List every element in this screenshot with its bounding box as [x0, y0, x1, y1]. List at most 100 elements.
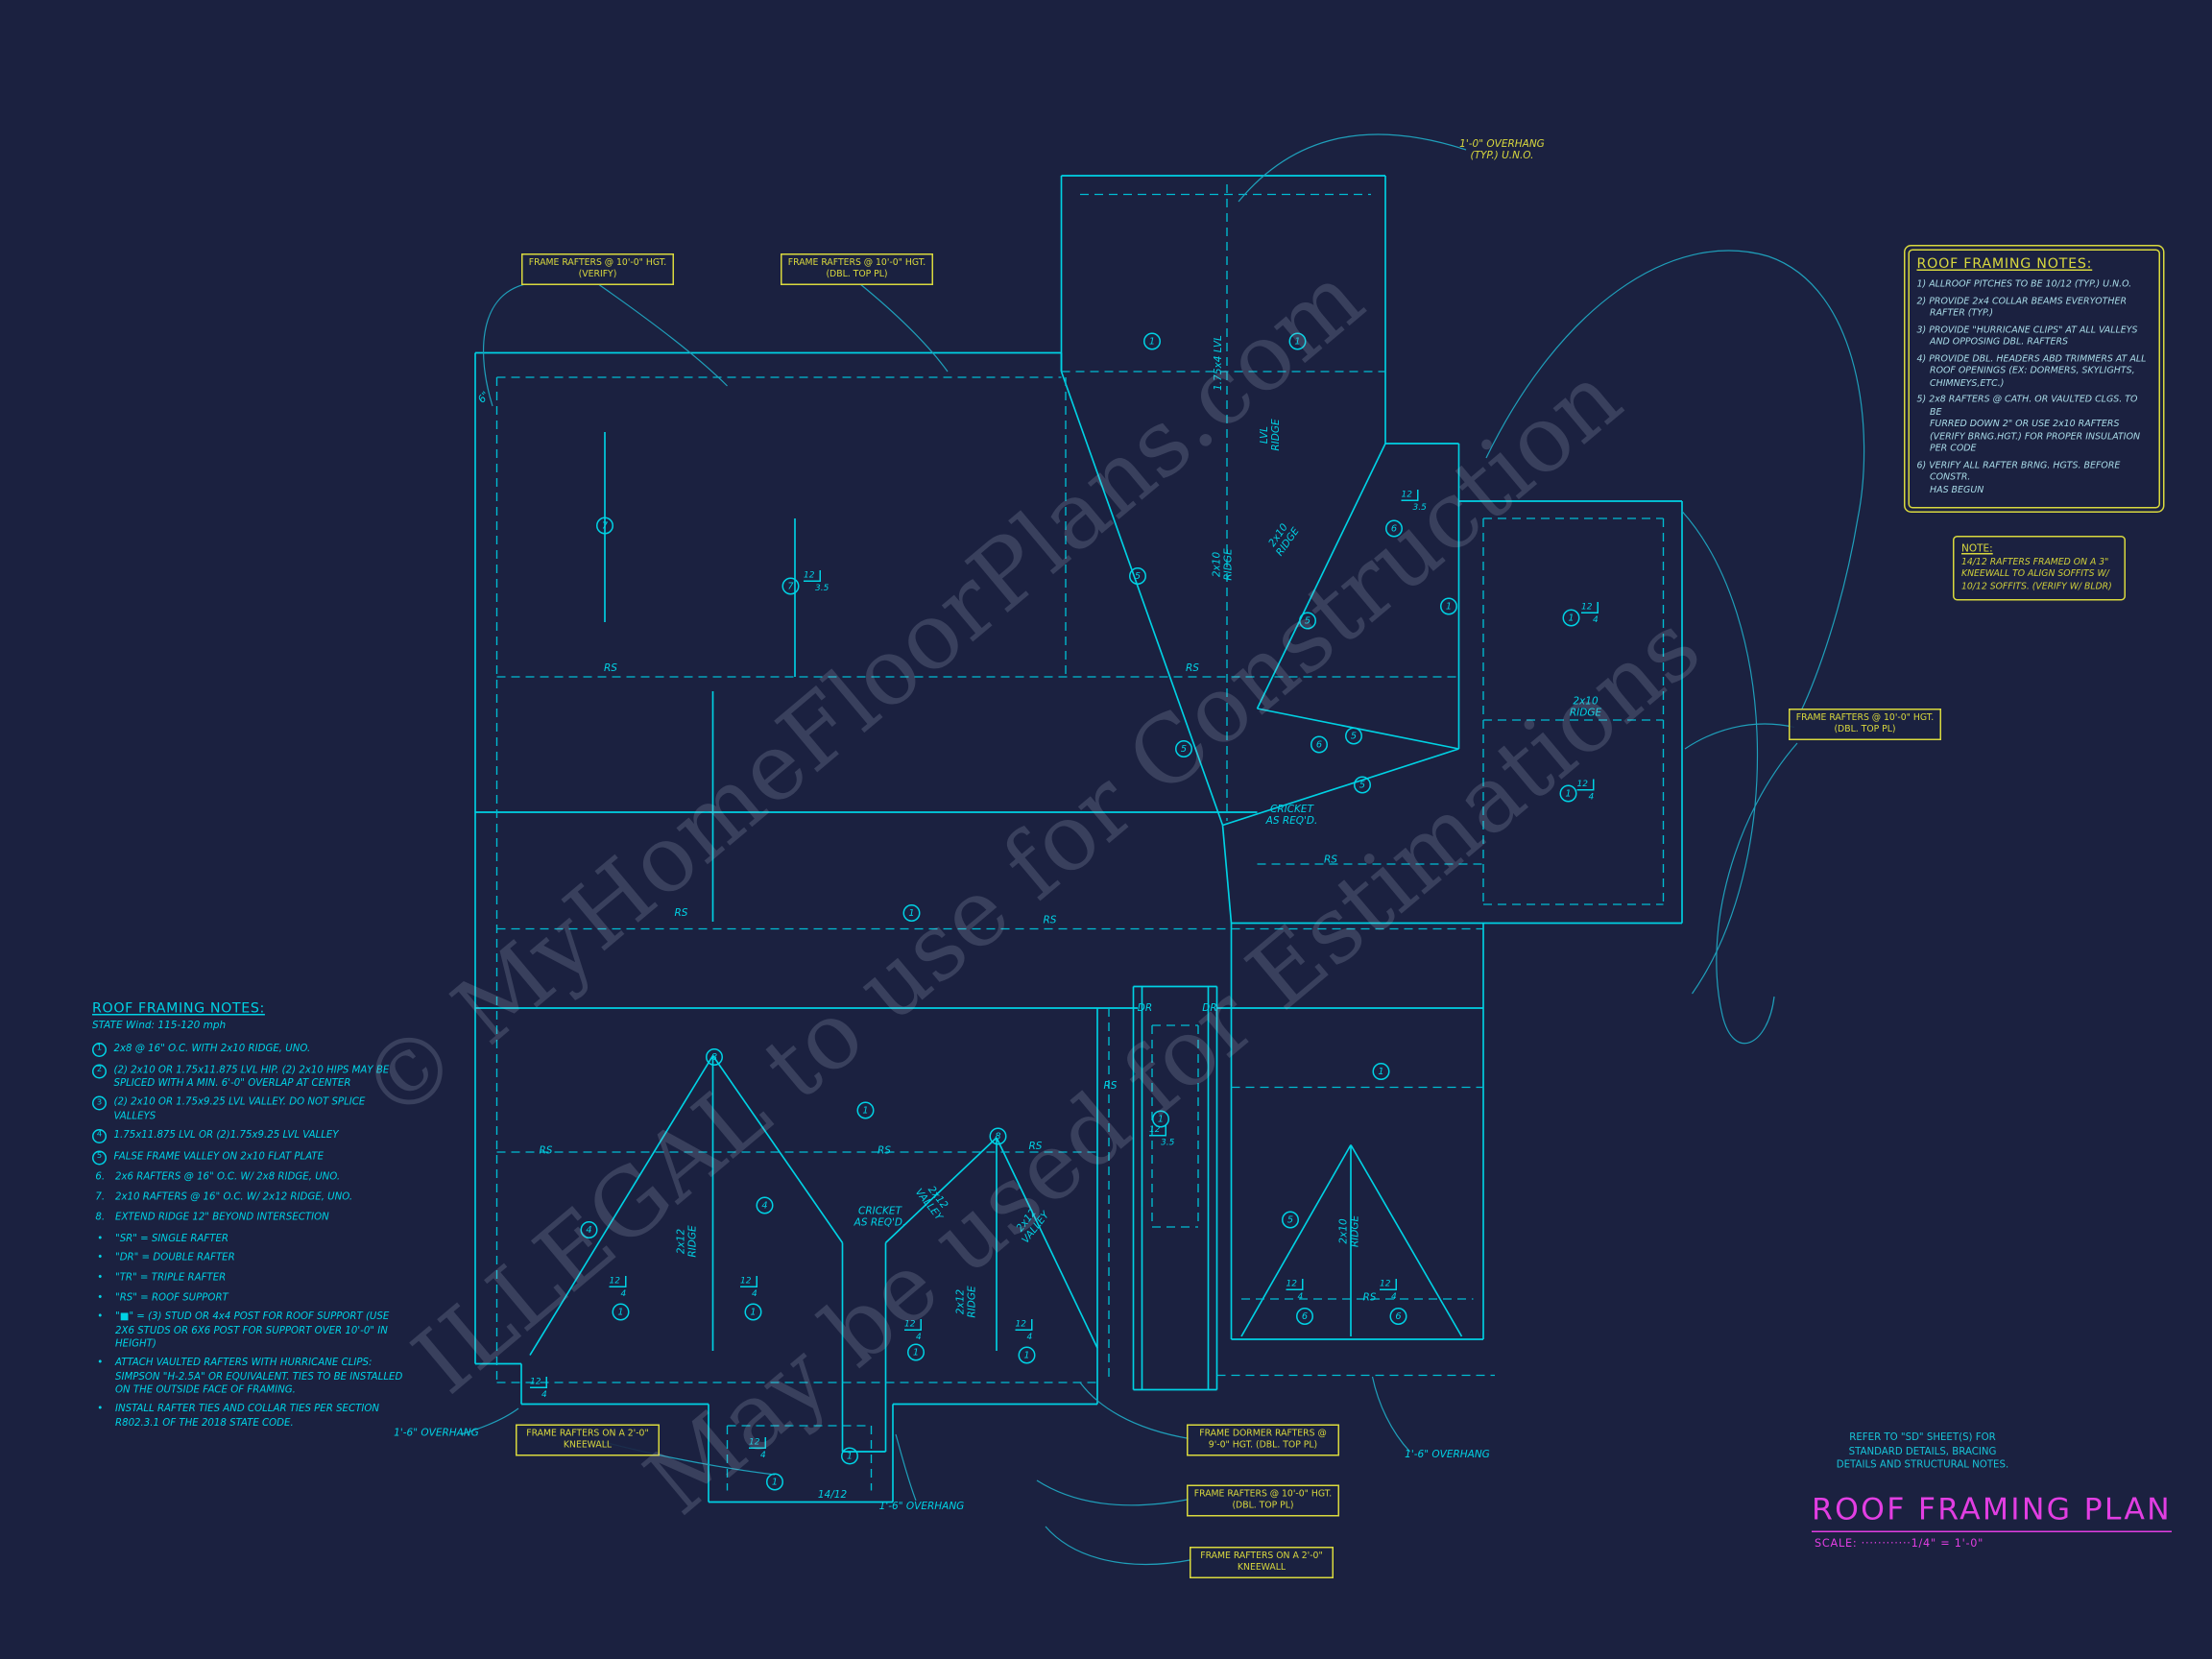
pitch-run: 12: [1581, 602, 1597, 613]
note-text: "DR" = DOUBLE RAFTER: [115, 1252, 235, 1264]
note-text: EXTEND RIDGE 12" BEYOND INTERSECTION: [115, 1210, 329, 1222]
callout-box: FRAME RAFTERS @ 10'-0" HGT. (DBL. TOP PL…: [781, 253, 933, 286]
roof-support-label: RS: [1028, 1140, 1043, 1152]
left-note-bullet: •"SR" = SINGLE RAFTER: [92, 1233, 444, 1246]
left-notes-block: ROOF FRAMING NOTES: STATE Wind: 115-120 …: [92, 1001, 444, 1436]
pitch-run: 12: [1380, 1279, 1395, 1290]
note-text: ATTACH VAULTED RAFTERS WITH HURRICANE CL…: [115, 1357, 403, 1396]
pitch-run: 12: [749, 1437, 764, 1449]
circled-ref-number: 1: [907, 1343, 925, 1361]
circled-ref-number: 5: [1129, 567, 1146, 585]
pitch-run: 12: [804, 570, 819, 582]
pitch-run: 12: [1286, 1279, 1302, 1290]
roof-support-label: RS: [1324, 854, 1337, 866]
plan-text: DR: [1137, 1001, 1153, 1014]
plan-line: [482, 282, 528, 407]
plan-line: [1767, 255, 1865, 713]
circled-ref-number: 5: [1282, 1211, 1299, 1229]
pitch-rise: 4: [760, 1450, 766, 1461]
pitch-rise: 4: [1026, 1332, 1033, 1343]
plan-text: 2x12 RIDGE: [954, 1286, 978, 1318]
list-marker: •: [97, 1271, 104, 1284]
roof-note-item: 4) PROVIDE DBL. HEADERS ABD TRIMMERS AT …: [1916, 353, 2147, 389]
pitch-run: 12: [740, 1276, 756, 1287]
note-text: "TR" = TRIPLE RAFTER: [115, 1271, 227, 1284]
left-note-bullet: •ATTACH VAULTED RAFTERS WITH HURRICANE C…: [92, 1358, 444, 1397]
circled-ref-number: 8: [989, 1127, 1007, 1145]
left-note-bullet: •"■" = (3) STUD OR 4x4 POST FOR ROOF SUP…: [92, 1311, 444, 1351]
plan-text: 6": [475, 389, 493, 406]
circled-ref-number: 1: [841, 1447, 858, 1465]
plan-line: [529, 1055, 714, 1356]
pitch-run: 12: [1015, 1319, 1031, 1331]
plan-line: [1684, 723, 1795, 750]
circled-ref-number: 1: [744, 1303, 762, 1321]
callout-box: FRAME RAFTERS ON A 2'-0" KNEEWALL: [1190, 1547, 1334, 1579]
plan-text: 2x10 RIDGE: [1569, 695, 1602, 719]
pitch-rise: 4: [1297, 1291, 1304, 1303]
pitch-rise: 4: [916, 1332, 922, 1343]
plan-text: CRICKET AS REQ'D.: [854, 1205, 906, 1229]
note-text: FALSE FRAME VALLEY ON 2x10 FLAT PLATE: [113, 1150, 325, 1163]
left-notes-bullets: •"SR" = SINGLE RAFTER•"DR" = DOUBLE RAFT…: [92, 1233, 444, 1431]
circled-ref-number: 4: [756, 1196, 774, 1214]
circled-ref-number: 1: [1018, 1346, 1036, 1364]
callout-box: FRAME RAFTERS ON A 2'-0" KNEEWALL: [516, 1424, 660, 1456]
plan-line: [1036, 1479, 1190, 1506]
plan-line: [1485, 250, 1769, 459]
circled-ref-number: 1: [1559, 784, 1577, 803]
left-note-item: 2(2) 2x10 OR 1.75x11.875 LVL HIP. (2) 2x…: [92, 1063, 444, 1091]
plan-line: [1222, 748, 1459, 827]
roof-note-item: 1) ALLROOF PITCHES TO BE 10/12 (TYP.) U.…: [1916, 279, 2132, 290]
list-marker: •: [97, 1252, 104, 1264]
roof-support-label: RS: [1043, 914, 1057, 926]
callout-box: FRAME DORMER RAFTERS @ 9'-0" HGT. (DBL. …: [1187, 1424, 1339, 1456]
circled-ref-number: 1: [902, 904, 921, 922]
plan-line: [1079, 1382, 1190, 1440]
roof-note-item: 5) 2x8 RAFTERS @ CATH. OR VAULTED CLGS. …: [1916, 395, 2141, 454]
circled-ref-number: 5: [1299, 612, 1316, 630]
plan-text: 2x12 VALLEY: [1014, 1207, 1052, 1246]
circled-ref-number: 5: [1175, 740, 1192, 757]
circled-ref-number: 5: [1345, 727, 1362, 745]
plan-text: 1'-6" OVERHANG: [394, 1427, 479, 1439]
circled-ref-number: 4: [580, 1221, 598, 1238]
pitch-rise: 4: [620, 1288, 627, 1300]
plan-line: [1240, 1144, 1352, 1337]
plan-text: 2x10 RIDGE: [1337, 1214, 1361, 1248]
plan-line: [1256, 443, 1386, 709]
note-text: "■" = (3) STUD OR 4x4 POST FOR ROOF SUPP…: [115, 1310, 390, 1350]
left-notes-title: ROOF FRAMING NOTES:: [92, 1000, 265, 1018]
plan-line: [996, 1137, 1098, 1349]
left-note-bullet: •INSTALL RAFTER TIES AND COLLAR TIES PER…: [92, 1404, 444, 1431]
left-note-item: 3(2) 2x10 OR 1.75x9.25 LVL VALLEY. DO NO…: [92, 1096, 444, 1123]
callout-box: FRAME RAFTERS @ 10'-0" HGT. (VERIFY): [521, 253, 674, 286]
note-title: NOTE:: [1961, 542, 1993, 555]
roof-support-label: RS: [539, 1144, 553, 1157]
plan-line: [1238, 133, 1467, 203]
sheet-title: ROOF FRAMING PLAN: [1812, 1492, 2172, 1532]
list-marker: •: [97, 1232, 104, 1244]
pitch-run: 12: [904, 1319, 920, 1331]
roof-support-label: RS: [1186, 661, 1199, 674]
plan-text: 1.75x4 LVL: [1212, 335, 1224, 391]
note-body: 14/12 RAFTERS FRAMED ON A 3" KNEEWALL TO…: [1961, 557, 2112, 592]
circled-ref-number: 1: [1143, 332, 1161, 350]
circled-number: 4: [92, 1129, 107, 1144]
roof-support-label: RS: [878, 1144, 891, 1157]
roof-notes-items: 1) ALLROOF PITCHES TO BE 10/12 (TYP.) U.…: [1917, 279, 2152, 497]
circled-ref-number: 6: [1389, 1308, 1407, 1325]
pitch-run: 12: [1149, 1125, 1165, 1137]
circled-ref-number: 6: [1385, 519, 1403, 538]
pitch-run: 12: [609, 1276, 625, 1287]
roof-note-item: 6) VERIFY ALL RAFTER BRNG. HGTS. BEFORE …: [1916, 460, 2121, 495]
circled-number: 1: [92, 1043, 107, 1057]
roof-notes-title: ROOF FRAMING NOTES:: [1916, 256, 2093, 273]
